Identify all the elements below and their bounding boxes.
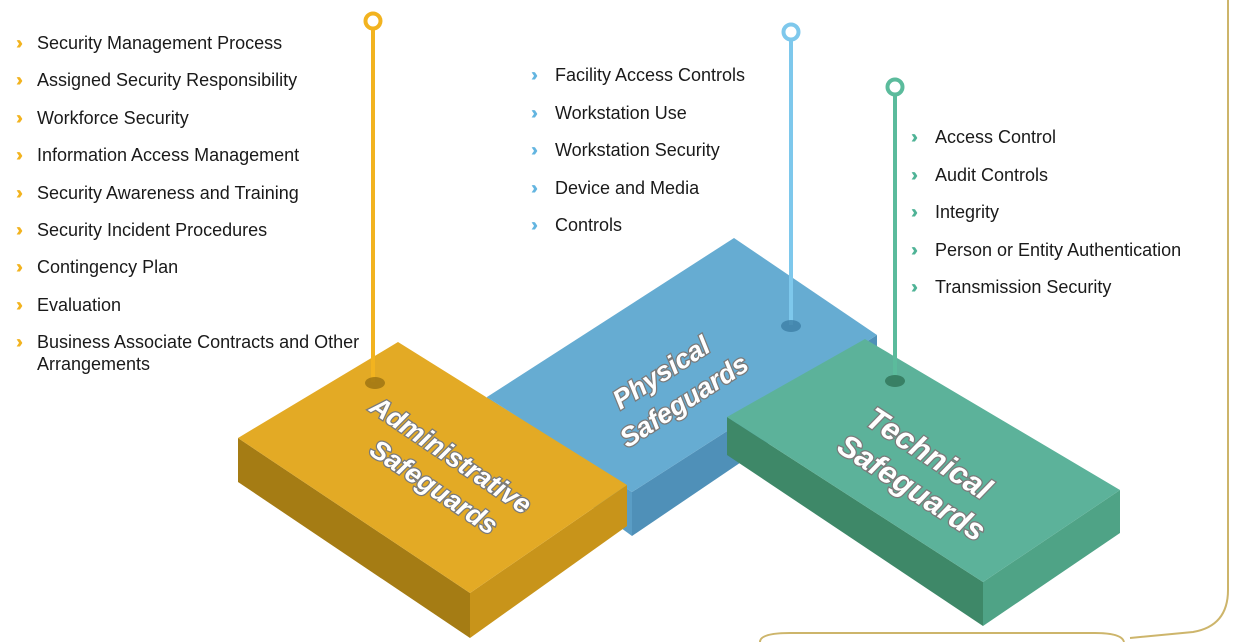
chevron-right-icon: ›› xyxy=(531,140,538,160)
chevron-right-icon: ›› xyxy=(911,164,918,185)
chevron-right-icon: ›› xyxy=(531,65,538,85)
list-item: ››Security Management Process xyxy=(16,33,283,53)
list-item: ››Contingency Plan xyxy=(16,257,179,278)
chevron-right-icon: ›› xyxy=(16,219,23,240)
list-item: ››Business Associate Contracts and Other… xyxy=(16,332,360,375)
technical-list: ››Access Control ››Audit Controls ››Inte… xyxy=(911,126,1181,314)
chevron-right-icon: ›› xyxy=(16,294,23,315)
administrative-pin xyxy=(363,11,385,389)
chevron-right-icon: ›› xyxy=(531,215,538,235)
list-item: ››Evaluation xyxy=(16,294,122,315)
physical-pin xyxy=(781,22,801,332)
list-item: ››Integrity xyxy=(911,202,1000,222)
chevron-right-icon: ›› xyxy=(16,145,23,166)
list-item: ››Workstation Use xyxy=(531,102,687,123)
chevron-right-icon: ›› xyxy=(911,127,918,147)
list-item: ››Person or Entity Authentication xyxy=(911,239,1182,260)
list-item: ››Transmission Security xyxy=(911,277,1112,297)
chevron-right-icon: ›› xyxy=(16,107,23,128)
chevron-right-icon: ›› xyxy=(911,277,918,297)
list-item: ››Facility Access Controls xyxy=(531,65,746,85)
list-item: ››Access Control xyxy=(911,127,1057,147)
technical-pin xyxy=(885,77,905,387)
administrative-list: ››Security Management Process ››Assigned… xyxy=(16,32,367,391)
frame-tab xyxy=(759,632,1125,642)
physical-list: ››Facility Access Controls ››Workstation… xyxy=(531,64,745,252)
chevron-right-icon: ›› xyxy=(16,33,23,53)
technical-block xyxy=(727,339,1120,626)
chevron-right-icon: ›› xyxy=(16,257,23,278)
chevron-right-icon: ›› xyxy=(16,182,23,203)
list-item: ››Device and Media xyxy=(531,177,700,198)
list-item: ››Workforce Security xyxy=(16,107,189,128)
list-item: ››Assigned Security Responsibility xyxy=(16,70,298,91)
list-item: ››Security Incident Procedures xyxy=(16,219,268,240)
chevron-right-icon: ›› xyxy=(16,332,23,353)
chevron-right-icon: ›› xyxy=(531,177,538,198)
chevron-right-icon: ›› xyxy=(531,102,538,123)
list-item: ››Workstation Security xyxy=(531,140,720,160)
frame-line xyxy=(1129,0,1229,639)
chevron-right-icon: ›› xyxy=(911,239,918,260)
list-item: ››Audit Controls xyxy=(911,164,1049,185)
list-item: ››Security Awareness and Training xyxy=(16,182,299,203)
list-item: ››Information Access Management xyxy=(16,145,300,166)
list-item: ››Controls xyxy=(531,215,623,235)
administrative-block xyxy=(238,342,627,638)
chevron-right-icon: ›› xyxy=(16,70,23,91)
chevron-right-icon: ›› xyxy=(911,202,918,222)
